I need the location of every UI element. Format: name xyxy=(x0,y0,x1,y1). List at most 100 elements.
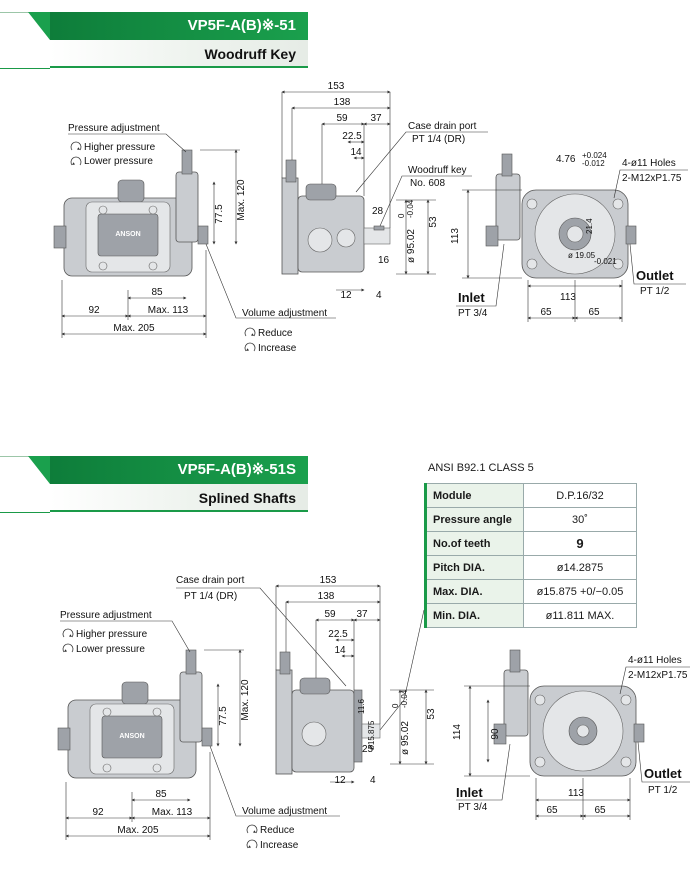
pressure-adjustment-label: Pressure adjustment xyxy=(68,123,160,134)
clockwise-icon xyxy=(246,824,258,834)
mounting-flange xyxy=(281,177,299,275)
counterclockwise-icon xyxy=(244,342,256,352)
dim-113-horz: 113 xyxy=(560,292,576,303)
bolt xyxy=(102,763,112,773)
rear-adjust-screw xyxy=(509,649,521,673)
dim-114: 114 xyxy=(452,724,463,740)
pressure-adjustment-label: Pressure adjustment xyxy=(60,610,152,621)
pressure-adjust-legend-top: Pressure adjustment Higher pressure Lowe… xyxy=(68,123,187,167)
inlet-port xyxy=(493,723,507,745)
dim-shaft-tol0: 0 xyxy=(397,213,406,218)
regulator-stem xyxy=(285,159,297,183)
spec-key: Max. DIA. xyxy=(424,579,524,604)
clockwise-icon xyxy=(244,327,256,337)
header-rule-left-3 xyxy=(0,456,50,457)
front-view-bottom-dims: Max. 120 77.5 85 Max. 113 92 Max. 205 xyxy=(65,649,251,840)
woodruff-key xyxy=(373,225,385,231)
front-view-bottom: ANSON xyxy=(57,649,213,779)
dim-max-113: Max. 113 xyxy=(148,305,189,316)
case-drain-spec: PT 1/4 (DR) xyxy=(412,134,465,145)
volume-adjustment-label: Volume adjustment xyxy=(242,806,327,817)
dim-max-113: Max. 113 xyxy=(152,807,193,818)
dim-22-5: 22.5 xyxy=(342,131,362,142)
model-banner: VP5F-A(B)※-51 xyxy=(28,12,308,40)
bolt xyxy=(102,707,112,717)
dim-max-205: Max. 205 xyxy=(113,323,155,334)
bolt xyxy=(152,763,162,773)
side-port xyxy=(57,727,71,751)
woodruff-key-label: Woodruff key xyxy=(408,165,467,176)
spec-key: Min. DIA. xyxy=(424,603,524,628)
shaft-19: ø 19.05 xyxy=(568,251,596,260)
volume-adjust-legend-bottom: Volume adjustment Reduce Increase xyxy=(209,745,340,851)
side-view-bottom-callouts: Case drain port PT 1/4 (DR) xyxy=(176,575,425,731)
lower-pressure-label: Lower pressure xyxy=(76,644,145,655)
dim-77-5: 77.5 xyxy=(214,204,225,224)
mount-hole xyxy=(526,258,538,270)
mount-hole xyxy=(620,694,632,706)
bolt xyxy=(98,205,108,215)
top-boss xyxy=(299,677,331,695)
key-width: 4.76 xyxy=(556,154,576,165)
clockwise-icon xyxy=(62,628,74,638)
outlet-label: Outlet xyxy=(636,268,674,283)
dim-138: 138 xyxy=(318,591,335,602)
counterclockwise-icon xyxy=(70,156,82,166)
pump-top-boss xyxy=(117,179,145,203)
spec-key: Pressure angle xyxy=(424,507,524,532)
pressure-adjust-screw xyxy=(185,649,197,675)
pump-plate xyxy=(101,715,163,759)
rear-adjust-screw xyxy=(501,153,513,177)
rear-regulator xyxy=(495,173,521,241)
drive-shaft xyxy=(363,227,391,245)
shaft-type-banner: Woodruff Key xyxy=(50,40,308,68)
case-drain-spec: PT 1/4 (DR) xyxy=(184,591,237,602)
dim-12: 12 xyxy=(340,290,352,301)
pressure-regulator xyxy=(179,671,203,743)
higher-pressure-label: Higher pressure xyxy=(84,142,156,153)
dim-90: 90 xyxy=(490,728,501,740)
dim-max-205: Max. 205 xyxy=(117,825,159,836)
spec-row: Min. DIA.ø11.811 MAX. xyxy=(424,603,637,628)
outlet-port xyxy=(633,723,645,743)
port-boss xyxy=(301,721,327,747)
dim-22-5: 22.5 xyxy=(328,629,348,640)
shaft-type-banner-2: Splined Shafts xyxy=(50,484,308,512)
lower-pressure-label: Lower pressure xyxy=(84,156,153,167)
header-rule-left-2 xyxy=(0,68,50,69)
top-boss xyxy=(305,183,337,201)
dim-65-b: 65 xyxy=(588,307,600,318)
rear-view-top-dims: 113 113 65 65 xyxy=(450,189,623,322)
spec-row: Pitch DIA.ø14.2875 xyxy=(424,555,637,580)
dim-spline-dia: ø15.875 xyxy=(367,720,376,750)
counterclockwise-icon xyxy=(246,839,258,849)
mount-hole xyxy=(612,198,624,210)
reduce-label: Reduce xyxy=(258,328,293,339)
mounting-flange xyxy=(275,669,293,775)
counterclockwise-icon xyxy=(62,643,74,653)
spec-value: ø11.811 MAX. xyxy=(523,603,637,628)
dim-85: 85 xyxy=(151,287,163,298)
pump-plate xyxy=(97,213,159,257)
dim-85: 85 xyxy=(155,789,167,800)
inlet-spec: PT 3/4 xyxy=(458,308,488,319)
spec-value: D.P.16/32 xyxy=(523,483,637,508)
inlet-label: Inlet xyxy=(456,785,483,800)
front-view-top: ANSON xyxy=(53,149,209,277)
key-tol-minus: -0.012 xyxy=(582,159,605,168)
increase-label: Increase xyxy=(260,840,299,851)
dim-21-4: 21.4 xyxy=(585,218,594,234)
dim-12: 12 xyxy=(334,775,346,786)
dim-53: 53 xyxy=(426,708,437,720)
rear-view-bottom-callouts: 4-ø11 Holes 2-M12xP1.75 Inlet PT 3/4 Out… xyxy=(456,655,690,813)
increase-label: Increase xyxy=(258,343,297,354)
outlet-spec: PT 1/2 xyxy=(648,785,678,796)
holes-label: 4-ø11 Holes xyxy=(628,655,682,666)
clockwise-icon xyxy=(70,141,82,151)
pump-top-boss xyxy=(121,681,149,705)
dim-11-6: 11.6 xyxy=(357,698,366,714)
dim-16: 16 xyxy=(378,255,390,266)
outlet-port xyxy=(625,225,637,245)
